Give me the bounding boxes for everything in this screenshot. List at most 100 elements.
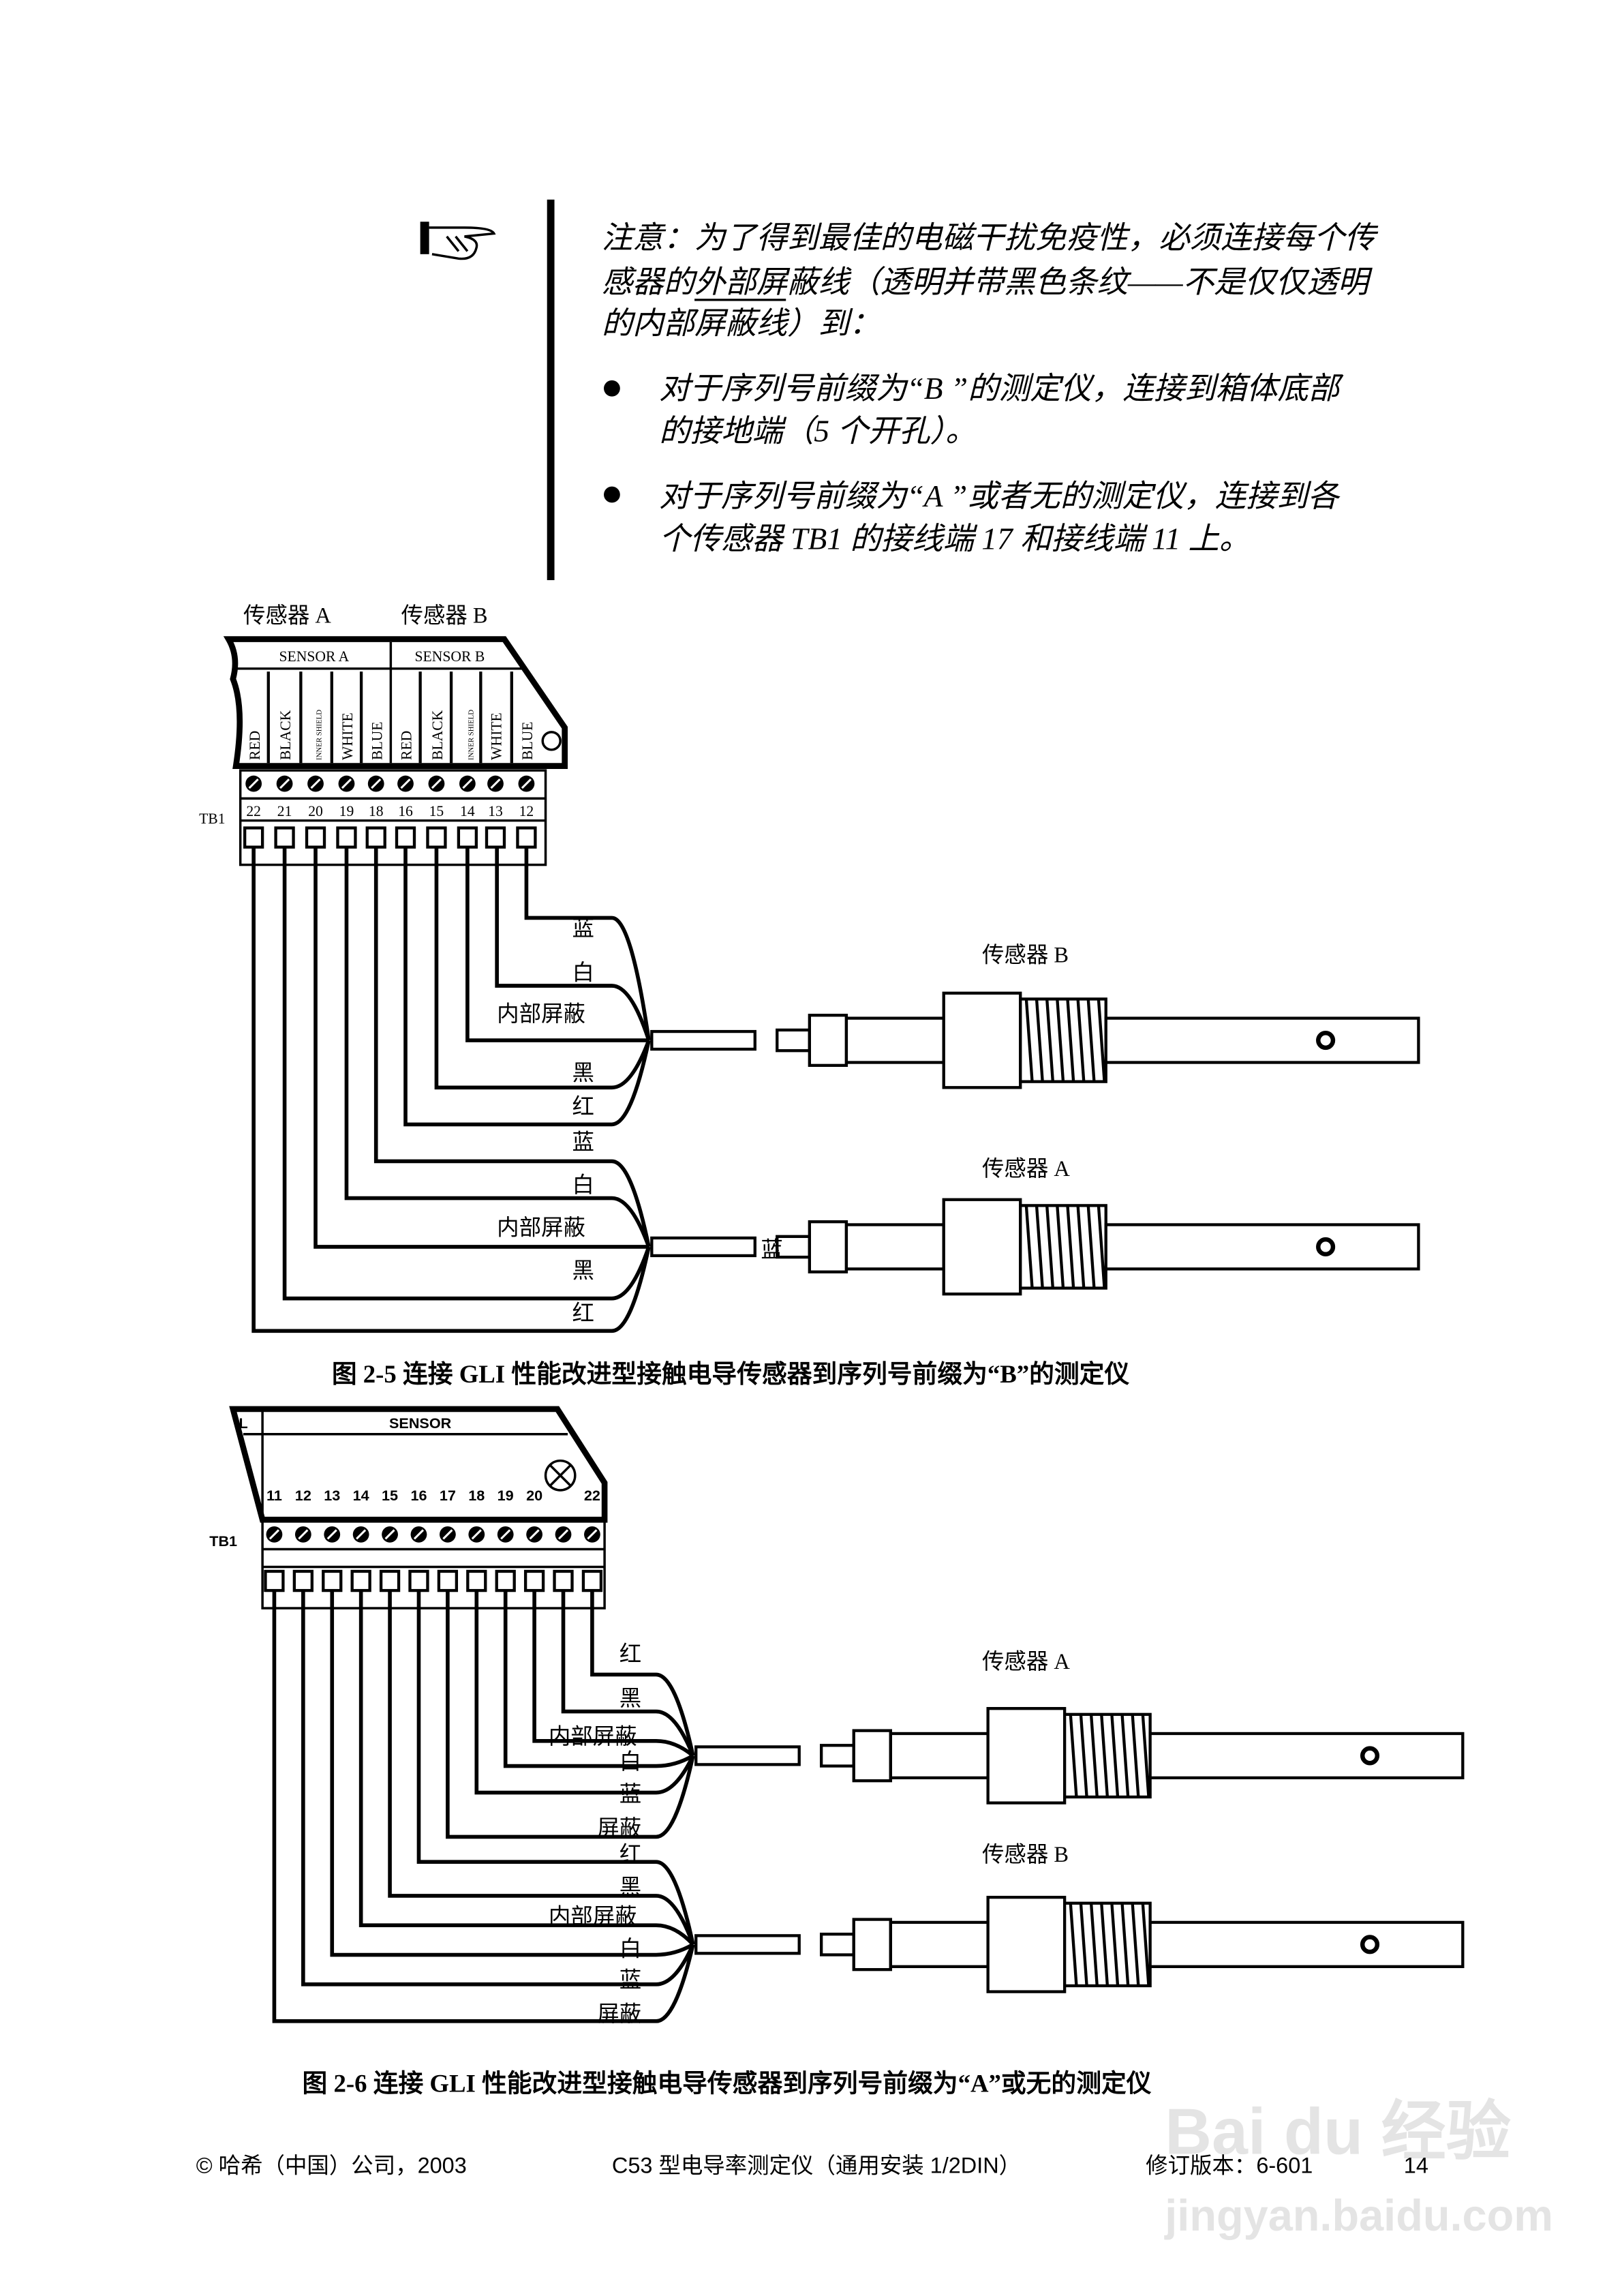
screw-slot — [326, 1529, 337, 1540]
wire-label: 蓝 — [619, 1967, 641, 1993]
terminal-number: 19 — [339, 803, 354, 819]
terminal-number: 13 — [488, 803, 503, 819]
probe-part — [942, 991, 1022, 1089]
probe-part — [986, 1895, 1067, 1993]
thread-line — [1089, 1903, 1099, 1987]
wire-label: 白 — [572, 960, 594, 985]
footer-revision: 修订版本：6-601 — [1146, 2154, 1313, 2178]
wire — [388, 1590, 695, 1946]
note-line-3: 的内部屏蔽线）到： — [602, 307, 881, 341]
footer-copyright: © 哈希（中国）公司，2003 — [196, 2154, 467, 2178]
thread-line — [1097, 999, 1106, 1082]
bullet-1-line-2: 的接地端（5 个开孔）。 — [659, 414, 977, 449]
wire-clamp — [274, 826, 295, 849]
wire — [561, 1590, 695, 1757]
tb1-label: TB1 — [209, 1532, 237, 1550]
thread-line — [1079, 1903, 1088, 1987]
probe-hole-icon — [1316, 1237, 1336, 1257]
probe-part — [844, 1223, 945, 1271]
wire — [344, 847, 651, 1248]
terminal-number: 14 — [460, 803, 475, 819]
wire — [465, 847, 649, 1042]
wire — [313, 847, 649, 1249]
wire-color-column-label: WHITE — [489, 712, 505, 760]
probe-part — [650, 1029, 756, 1051]
wire-color-column-label: BLUE — [519, 721, 536, 759]
terminal-number: 20 — [308, 803, 323, 819]
thread-line — [1076, 1205, 1086, 1288]
thread-line — [1086, 999, 1096, 1082]
probe-label: 传感器 A — [982, 1156, 1070, 1181]
wire — [503, 1590, 694, 1768]
probe-part — [776, 1028, 811, 1053]
svg-text:Bai du 经验: Bai du 经验 — [1165, 2096, 1511, 2169]
wire-label: 黑 — [619, 1687, 641, 1711]
probe-label: 传感器 B — [982, 942, 1069, 967]
terminal-number: 22 — [584, 1487, 600, 1504]
wire-color-column-label: RED — [247, 731, 263, 760]
wire-label: 屏蔽 — [597, 2002, 641, 2027]
thread-line — [1066, 1205, 1075, 1288]
screw-slot — [371, 779, 382, 789]
sensor-a-title: 传感器 A — [243, 603, 331, 629]
wire — [373, 847, 651, 1248]
sensor-header: SENSOR — [389, 1415, 452, 1432]
probe-part — [1148, 1732, 1465, 1780]
pointing-hand-icon — [420, 222, 496, 260]
sensor-b-title: 传感器 B — [401, 603, 488, 629]
screw-slot — [413, 1529, 425, 1540]
wire-clamp — [408, 1569, 429, 1592]
screw-slot — [462, 779, 473, 789]
thread-line — [1097, 1205, 1106, 1288]
terminal-block-housing — [223, 636, 568, 769]
probe-part — [819, 1933, 855, 1957]
wire-label: 红 — [619, 1642, 641, 1667]
wire-color-column-label: BLUE — [369, 721, 385, 759]
wire-label: 内部屏蔽 — [549, 1904, 637, 1929]
terminal-number: 12 — [519, 803, 534, 819]
wire-clamp — [305, 826, 326, 849]
probe-part — [819, 1744, 855, 1768]
terminal-number: 16 — [398, 803, 413, 819]
thread-line — [1056, 999, 1065, 1082]
thread-line — [1069, 1903, 1078, 1987]
wire-clamp — [437, 1569, 459, 1592]
wire-color-column-label: RED — [399, 731, 415, 760]
wire-color-column-label: INNER SHIELD — [316, 710, 324, 760]
terminal-number: 19 — [498, 1487, 514, 1504]
wire-color-column-label: INNER SHIELD — [468, 710, 476, 760]
probe-part — [808, 1014, 848, 1067]
tb1-label: TB1 — [199, 811, 225, 827]
wire-clamp — [516, 826, 537, 849]
probe-part — [1148, 1920, 1465, 1968]
terminal-number: 21 — [277, 803, 292, 819]
thread-line — [1024, 999, 1034, 1082]
note-line-2: 感器的外部屏蔽线（透明并带黑色条纹——不是仅仅透明 — [602, 265, 1373, 299]
wire-clamp — [485, 826, 506, 849]
screw-slot — [471, 1529, 482, 1540]
figure-2-5-caption: 图 2-5 连接 GLI 性能改进型接触电导传感器到序列号前缀为“B”的测定仪 — [332, 1360, 1130, 1388]
stray-wire-label: 蓝 — [761, 1237, 782, 1263]
thread-line — [1120, 1714, 1130, 1798]
wire-label: 红 — [572, 1094, 594, 1119]
probe-hole-icon — [1360, 1746, 1380, 1766]
wire-clamp — [322, 1569, 343, 1592]
probe-part — [942, 1198, 1022, 1296]
sensor-x-icon — [544, 1459, 577, 1492]
wire-clamp — [426, 826, 447, 849]
thread-line — [1120, 1903, 1130, 1987]
screw-slot — [557, 1529, 569, 1540]
wire-clamp — [553, 1569, 574, 1592]
wire-label: 蓝 — [619, 1781, 641, 1807]
wire — [301, 1590, 695, 1987]
figure-2-6-caption: 图 2-6 连接 GLI 性能改进型接触电导传感器到序列号前缀为“A”或无的测定… — [303, 2070, 1152, 2098]
bullet-2-line-2: 个传感器 TB1 的接线端 17 和接线端 11 上。 — [659, 522, 1250, 556]
wire-clamp — [466, 1569, 487, 1592]
wire-clamp — [292, 1569, 313, 1592]
wire-label: 红 — [619, 1842, 641, 1867]
screw-slot — [500, 1529, 511, 1540]
thread-line — [1069, 1714, 1078, 1798]
wire-clamp — [243, 826, 264, 849]
probe-part — [986, 1707, 1067, 1804]
footer: © 哈希（中国）公司，2003 C53 型电导率测定仪（通用安装 1/2DIN）… — [196, 2154, 1428, 2178]
